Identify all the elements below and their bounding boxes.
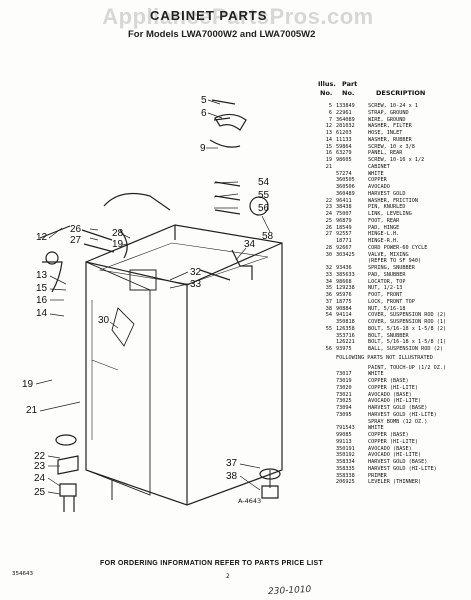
- callout-37: 37: [226, 458, 238, 469]
- inlet-hose: [103, 193, 171, 211]
- callout-12: 12: [36, 232, 48, 243]
- figure-code: A-4643: [238, 497, 262, 505]
- watermark-text: AppliancePartsPros.com: [102, 4, 374, 29]
- callout-27: 27: [70, 235, 82, 246]
- callout-22: 22: [34, 451, 46, 462]
- callout-28: 28: [112, 228, 124, 239]
- callout-23: 23: [34, 461, 46, 472]
- callout-30: 30: [98, 315, 110, 326]
- header-description: DESCRIPTION: [376, 89, 426, 97]
- callout-14: 14: [36, 308, 48, 319]
- callout-6: 6: [201, 108, 207, 119]
- page-title: CABINET PARTS: [150, 8, 268, 23]
- header-illus-no: No.: [320, 89, 333, 97]
- document-number: 354643: [12, 571, 33, 577]
- rear-panel: [85, 261, 151, 496]
- callout-58: 58: [262, 231, 274, 242]
- callout-55: 55: [258, 190, 270, 201]
- header-part-no: No.: [342, 89, 355, 97]
- page-number: 2: [226, 573, 230, 580]
- ordering-footer: FOR ORDERING INFORMATION REFER TO PARTS …: [100, 560, 324, 567]
- page-subtitle: For Models LWA7000W2 and LWA7005W2: [128, 29, 316, 40]
- header-illus: Illus.: [318, 80, 336, 88]
- callout-16: 16: [36, 295, 48, 306]
- callout-19-bottom: 19: [22, 379, 34, 390]
- callout-25: 25: [34, 487, 46, 498]
- callout-26: 26: [70, 224, 82, 235]
- header-part: Part: [342, 80, 358, 88]
- callout-54: 54: [258, 177, 270, 188]
- ground-strap: [214, 113, 247, 131]
- callout-9: 9: [200, 143, 206, 154]
- callout-13: 13: [36, 270, 48, 281]
- callout-19-top: 19: [112, 239, 124, 250]
- callout-21: 21: [26, 405, 38, 416]
- callout-56: 56: [258, 203, 270, 214]
- callout-15: 15: [36, 283, 48, 294]
- callout-5: 5: [201, 95, 207, 106]
- callout-24: 24: [34, 473, 46, 484]
- callout-34: 34: [244, 239, 256, 250]
- callout-33: 33: [190, 279, 202, 290]
- callout-32: 32: [190, 267, 202, 278]
- callout-38: 38: [226, 471, 238, 482]
